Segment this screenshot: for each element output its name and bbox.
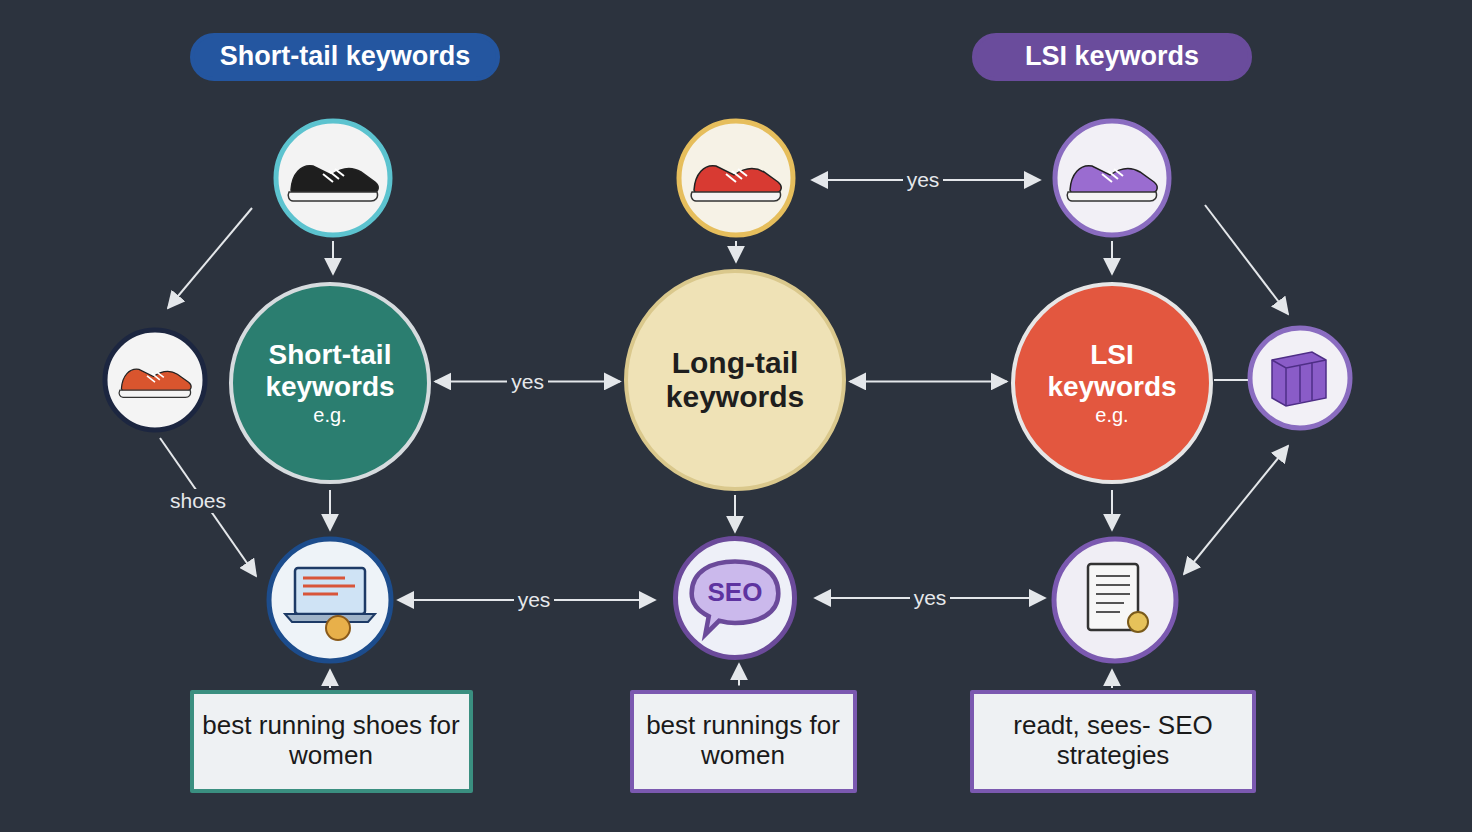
node-title: Long-tail keywords <box>646 346 824 415</box>
title-pill: Short-tail keywords <box>190 33 500 81</box>
arrow-label: shoes <box>166 489 230 512</box>
arrow-label: yes <box>514 588 555 611</box>
node-title: readt, sees- SEO strategies <box>982 711 1244 771</box>
example-box: best running shoes for women <box>190 690 473 793</box>
connector-arrow <box>734 495 736 532</box>
keyword-circle: Short-tail keywordse.g. <box>229 282 431 484</box>
title-pill: LSI keywords <box>972 33 1252 81</box>
node-title: SEO <box>708 578 763 608</box>
keyword-circle: LSI keywordse.g. <box>1011 282 1213 484</box>
arrow-label: yes <box>903 168 944 191</box>
example-box: best runnings for women <box>630 690 857 793</box>
connector-arrow <box>850 380 1007 382</box>
leader-arrow <box>160 180 1288 688</box>
node-note: e.g. <box>313 404 346 427</box>
node-title: Short-tail keywords <box>250 339 410 403</box>
node-title: best runnings for women <box>642 711 845 771</box>
edge-label: yes <box>507 370 548 393</box>
arrow-label: yes <box>910 586 951 609</box>
keyword-circle: Long-tail keywords <box>624 269 846 491</box>
example-box: readt, sees- SEO strategies <box>970 690 1256 793</box>
connector-arrow <box>738 664 740 686</box>
seo-circle: SEO <box>673 536 797 660</box>
node-title: LSI keywords <box>1025 41 1199 72</box>
node-note: e.g. <box>1095 404 1128 427</box>
node-title: Short-tail keywords <box>220 41 471 72</box>
node-title: best running shoes for women <box>202 711 461 771</box>
icon-circle <box>105 121 1350 661</box>
node-title: LSI keywords <box>1032 339 1192 403</box>
